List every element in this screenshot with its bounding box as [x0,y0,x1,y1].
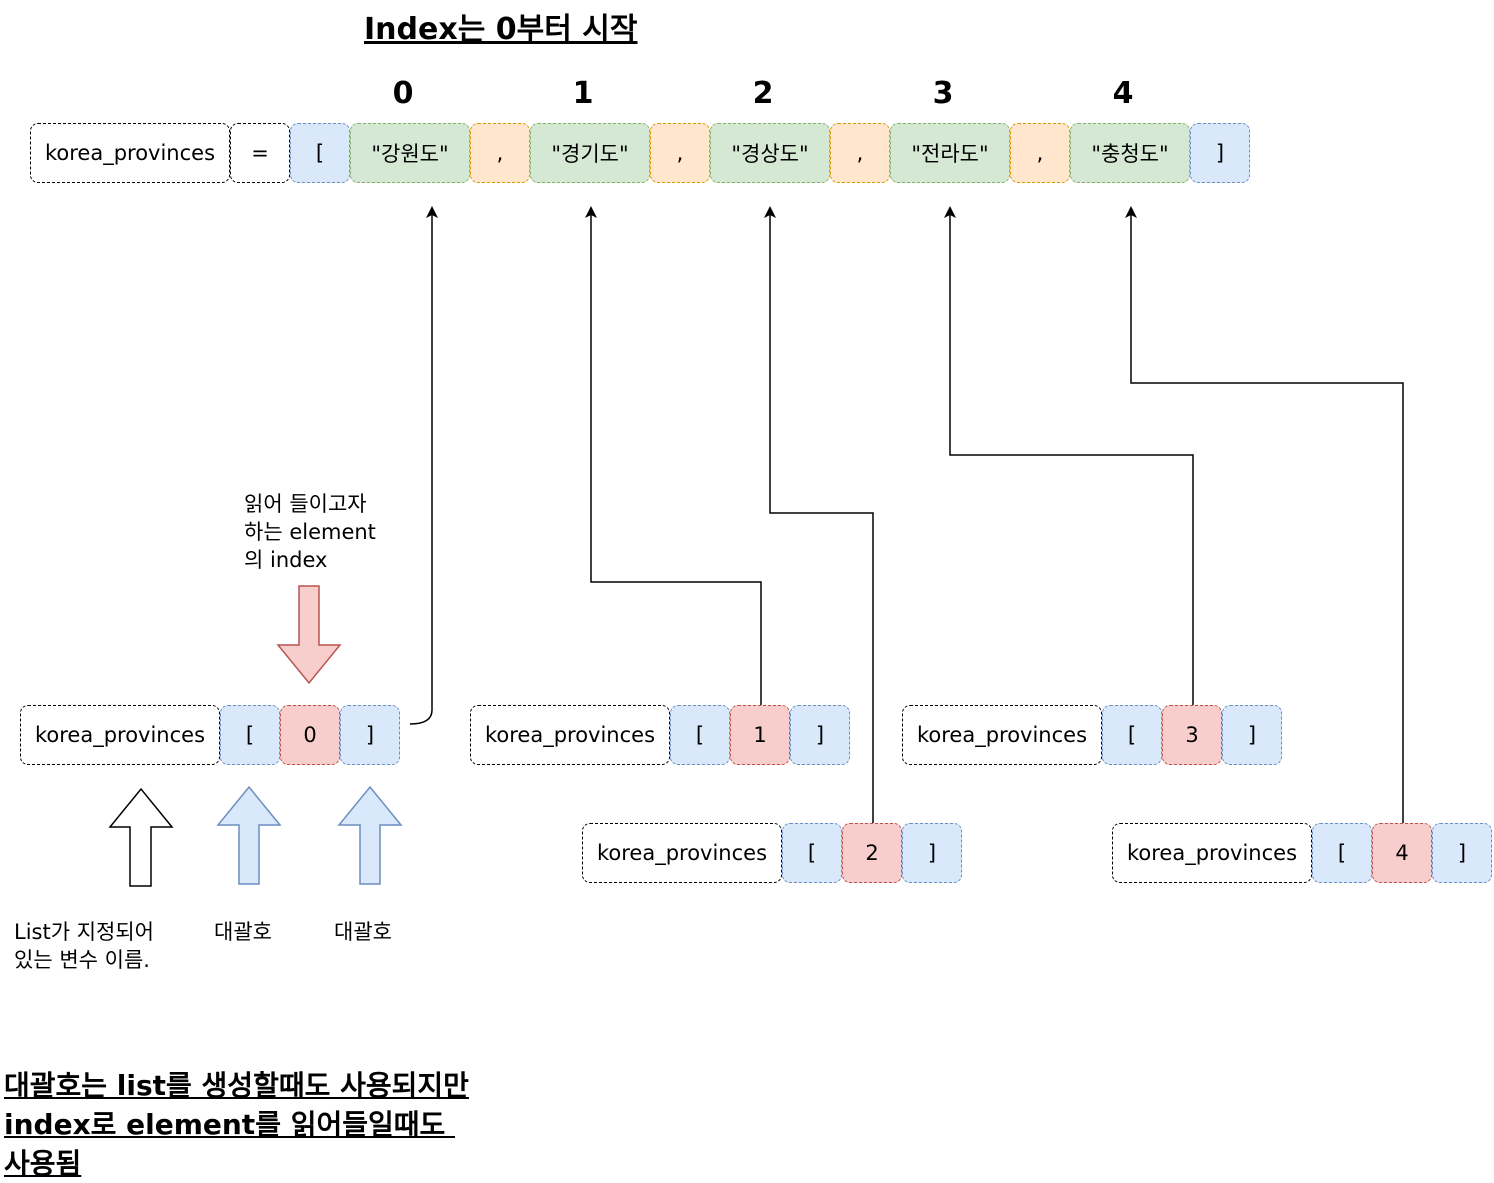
index-number-4: 4 [1112,76,1134,111]
access-4-open-bracket: [ [1312,823,1372,883]
index-label-line-3: 의 index [244,548,328,572]
access-2-close-bracket: ] [902,823,962,883]
var-label-line-1: List가 지정되어 [14,920,154,944]
index-label-line-2: 하는 element [244,520,376,544]
list-element-1: "경기도" [530,123,650,183]
bracket-right-up-arrow-icon [337,785,403,885]
access-0-index: 0 [280,705,340,765]
index-label-line-1: 읽어 들이고자 [244,492,367,516]
list-open-bracket: [ [290,123,350,183]
bottom-summary-line-2: index로 element를 읽어들일때도 [4,1108,456,1141]
access-4-close-bracket: ] [1432,823,1492,883]
list-element-0: "강원도" [350,123,470,183]
access-3-var-name: korea_provinces [902,705,1102,765]
list-comma-1: , [470,123,530,183]
bottom-summary: 대괄호는 list를 생성할때도 사용되지만 index로 element를 읽… [4,1066,469,1183]
access-4-var-name: korea_provinces [1112,823,1312,883]
list-comma-3: , [830,123,890,183]
index-number-0: 0 [392,76,414,111]
list-element-4: "충청도" [1070,123,1190,183]
list-var-name: korea_provinces [30,123,230,183]
bracket-left-up-arrow-icon [216,785,282,885]
access-3-close-bracket: ] [1222,705,1282,765]
access-1-open-bracket: [ [670,705,730,765]
access-2-index: 2 [842,823,902,883]
list-element-3: "전라도" [890,123,1010,183]
connector-index-3 [944,206,1194,705]
var-label-note: List가 지정되어 있는 변수 이름. [14,918,154,974]
access-0-close-bracket: ] [340,705,400,765]
var-up-arrow-icon [108,787,174,887]
list-close-bracket: ] [1190,123,1250,183]
list-comma-4: , [1010,123,1070,183]
access-4-index: 4 [1372,823,1432,883]
access-1-var-name: korea_provinces [470,705,670,765]
index-down-arrow-icon [276,585,342,685]
access-0-var-name: korea_provinces [20,705,220,765]
connector-index-0 [409,206,438,725]
index-label-note: 읽어 들이고자 하는 element 의 index [244,490,376,574]
access-3-open-bracket: [ [1102,705,1162,765]
list-comma-2: , [650,123,710,183]
bottom-summary-line-1: 대괄호는 list를 생성할때도 사용되지만 [4,1069,469,1102]
access-1-close-bracket: ] [790,705,850,765]
var-label-line-2: 있는 변수 이름. [14,948,150,972]
bracket-right-note: 대괄호 [334,920,392,944]
connector-index-2 [764,206,874,823]
page-title: Index는 0부터 시작 [364,12,638,47]
connector-index-4 [1125,206,1404,823]
access-2-open-bracket: [ [782,823,842,883]
bottom-summary-line-3: 사용됨 [4,1147,82,1180]
list-element-2: "경상도" [710,123,830,183]
bracket-left-note: 대괄호 [214,920,272,944]
access-1-index: 1 [730,705,790,765]
access-2-var-name: korea_provinces [582,823,782,883]
index-number-1: 1 [572,76,594,111]
access-0-open-bracket: [ [220,705,280,765]
access-3-index: 3 [1162,705,1222,765]
index-number-3: 3 [932,76,954,111]
index-number-2: 2 [752,76,774,111]
connector-index-1 [585,206,762,705]
list-equals: = [230,123,290,183]
